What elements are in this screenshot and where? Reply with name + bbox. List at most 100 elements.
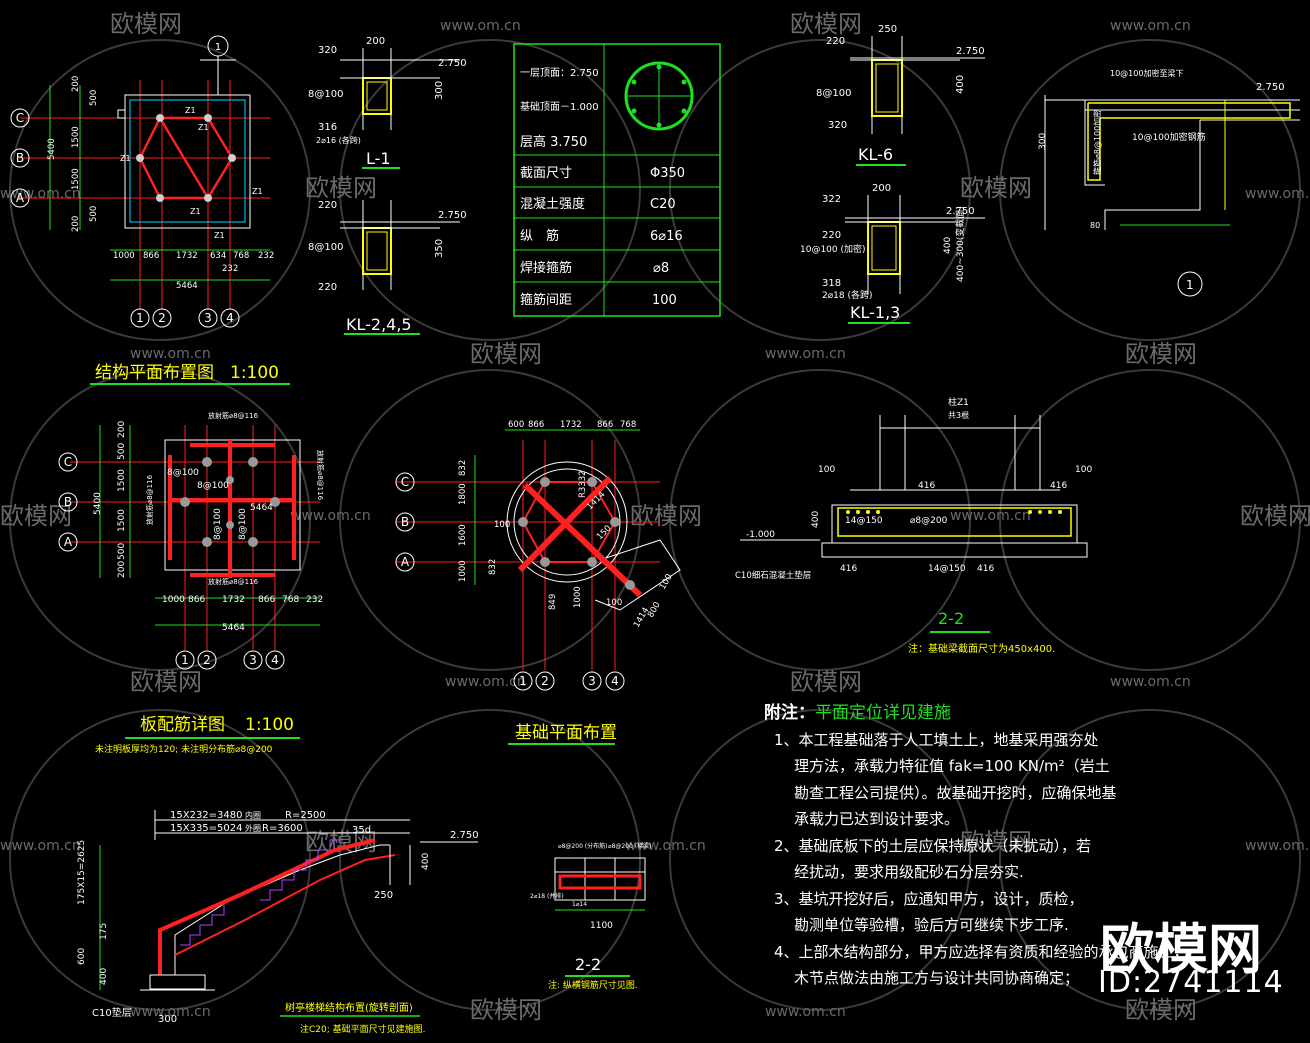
section-title: KL-2,4,5: [346, 315, 412, 334]
table-label: 焊接箍筋: [520, 260, 572, 276]
dim-text: 15X335=5024: [170, 823, 243, 834]
rebar-label: 8@100: [308, 89, 343, 100]
axis-label-3: 3: [588, 674, 596, 688]
dim-text: 300: [158, 1014, 177, 1025]
dim-text: 866: [188, 595, 205, 605]
dim-total-left: 5400: [47, 138, 57, 160]
dim-text: 232: [222, 264, 238, 274]
table-label: 基础顶面－1.000: [520, 100, 599, 113]
table-label: 层高 3.750: [520, 134, 587, 150]
dim-text: 400: [943, 237, 953, 254]
watermark-site: www.om.cn: [1245, 838, 1310, 854]
dim-text: 300: [1038, 133, 1048, 150]
dim-text: 220: [318, 200, 337, 211]
watermark-brand: 欧模网: [1125, 996, 1197, 1024]
dim-text: 232: [258, 251, 274, 261]
dim-text: 832: [458, 460, 468, 476]
watermark-site: www.om.cn: [130, 1004, 211, 1020]
note-line: 经扰动，要求用级配砂石分层夯实.: [794, 863, 1024, 881]
level-mark: 2.750: [438, 58, 467, 69]
watermark-site: www.om.cn: [290, 508, 371, 524]
watermark-site: www.om.cn: [445, 674, 526, 690]
dim-text: 768: [282, 595, 299, 605]
rebar-label: 10@100加密至梁下: [1110, 68, 1183, 78]
detail-1: 10@100加密至梁下 2.750 10@100加密钢筋 箍筋⌀8@100加密 …: [1038, 68, 1300, 297]
axis-label-b: B: [64, 495, 72, 509]
watermark-site: www.om.cn: [1110, 18, 1191, 34]
dim-text: R3332: [578, 470, 588, 498]
watermark-site: www.om.cn: [950, 508, 1031, 524]
dim-text: 768: [233, 251, 249, 261]
watermark-brand: 欧模网: [470, 996, 542, 1024]
dim-text: 1000: [162, 595, 185, 605]
dim-text: 250: [374, 890, 393, 901]
dim-text: 416: [1050, 481, 1067, 491]
dim-text: 220: [822, 230, 841, 241]
dim-text: 866: [258, 595, 275, 605]
dim-text: 1000: [573, 586, 583, 608]
rebar-label: 10@100加密钢筋: [1132, 131, 1206, 143]
axis-label-b: B: [16, 151, 24, 165]
axis-label-a: A: [401, 555, 410, 569]
section-title: KL-6: [858, 145, 893, 164]
watermark-brand: 欧模网: [790, 10, 862, 38]
dim-text: 100: [494, 520, 510, 530]
section-title: L-1: [366, 149, 391, 168]
watermark-brand: 欧模网: [470, 340, 542, 368]
note-line: 3、基坑开挖好后，应通知甲方，设计，质检，: [774, 889, 1084, 908]
drawing-note: 注: 纵横钢筋尺寸见图.: [548, 979, 638, 991]
section-title: 2-2: [575, 955, 601, 974]
dim-text: 232: [306, 595, 323, 605]
stair-elevation: 15X232=3480 内圈 R=2500 15X335=5024 外圈 R=3…: [77, 810, 479, 1035]
axis-label-b: B: [401, 515, 409, 529]
dim-text: 320: [318, 45, 337, 56]
watermark-brand: 欧模网: [0, 502, 72, 530]
material-label: C10细石混凝土垫层: [735, 570, 811, 581]
dim-text: 400: [811, 511, 821, 528]
note-line: 1、本工程基础落于人工填土上，地基采用强夯处: [774, 730, 1099, 749]
level-mark: 2.750: [450, 830, 479, 841]
dim-text: 1000: [458, 560, 468, 582]
dim-text: 15X232=3480: [170, 810, 243, 821]
rebar-label: 10@100 (加密): [800, 243, 866, 255]
rebar-label: 2⌀16 (各跨): [316, 135, 361, 145]
dim-text: 1100: [590, 921, 613, 931]
note-line: 理方法，承载力特征值 fak=100 KN/m²（岩土: [794, 757, 1110, 775]
notes-heading-prefix: 附注：: [764, 703, 815, 723]
dim-text: 200: [117, 561, 127, 578]
dim-text: 35d: [352, 825, 371, 836]
column-label: Z1: [190, 207, 201, 216]
section-title: KL-1,3: [850, 303, 900, 322]
axis-label-2: 2: [203, 653, 211, 667]
dim-text: 内圈: [245, 810, 261, 820]
dim-text: 1500: [71, 126, 81, 148]
rebar-label: 2⌀18 (各跨): [822, 289, 872, 301]
watermark-brand: 欧模网: [960, 828, 1032, 856]
dim-text: 350: [434, 239, 445, 258]
dim-text: 200: [872, 183, 891, 194]
axis-label-2: 2: [158, 311, 166, 325]
level-mark: 2.750: [1256, 82, 1285, 93]
watermark-site: www.om.cn: [130, 346, 211, 362]
dim-text: 1732: [560, 420, 582, 430]
rebar-label: 放射筋⌀8@116: [208, 577, 259, 586]
table-label: 纵 筋: [520, 228, 559, 244]
watermark-brand: 欧模网: [130, 668, 202, 696]
rebar-label: ⌀8@200 (梯梁): [608, 842, 651, 850]
note-line: 4、上部木结构部分，甲方应选择有资质和经验的承包商施工，: [774, 942, 1189, 961]
rebar-label: 8@100: [197, 481, 229, 491]
drawing-note: 注：基础梁截面尺寸为450x400.: [908, 642, 1055, 655]
watermark-circles: [9, 39, 1301, 1011]
axis-label-c: C: [16, 111, 24, 125]
watermark-site: www.om.cn: [765, 1004, 846, 1020]
level-mark: 2.750: [438, 210, 467, 221]
dim-text: 600: [508, 420, 524, 430]
dim-text: 400: [421, 853, 431, 870]
column-label: 柱Z1: [948, 396, 969, 408]
watermark-site: www.om.cn: [0, 838, 81, 854]
rebar-label: ⌀8@200: [910, 516, 948, 526]
table-value: C20: [650, 197, 676, 212]
dim-text: 200: [71, 216, 81, 232]
section-kl6: 250 2.750 220 8@100 320 400 KL-6: [816, 24, 985, 166]
